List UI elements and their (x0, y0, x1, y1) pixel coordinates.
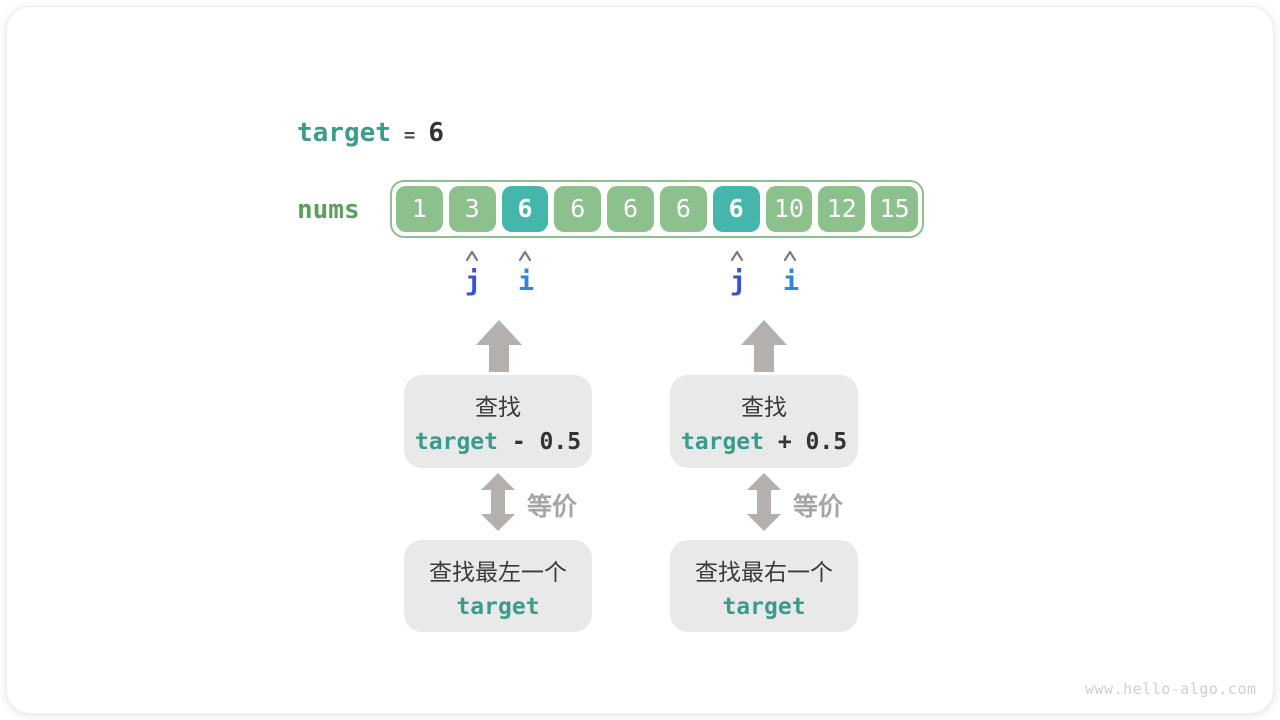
expression-variable: target (414, 429, 498, 455)
search-expression: target - 0.5 (404, 429, 592, 455)
arrow-up-down-icon (481, 473, 515, 531)
expression-operator: - 0.5 (498, 429, 582, 455)
expression-variable: target (680, 429, 764, 455)
array-cell-2-highlighted: 6 (501, 186, 549, 232)
arrow-up-down-icon (747, 473, 781, 531)
result-text: 查找最左一个 (429, 559, 567, 586)
result-variable: target (456, 593, 540, 620)
caret-up-icon (783, 250, 797, 262)
result-variable: target (722, 593, 806, 620)
result-box-left: 查找最左一个 target (404, 540, 592, 632)
equivalence-label-right: 等价 (793, 492, 844, 521)
search-text: 查找 (475, 395, 521, 421)
watermark: www.hello-algo.com (1085, 680, 1257, 698)
search-expression: target + 0.5 (670, 429, 858, 455)
arrow-up-icon (741, 320, 787, 372)
arrow-up-icon (476, 320, 522, 372)
target-value: 6 (428, 118, 445, 148)
search-box-left: 查找 target - 0.5 (404, 375, 592, 468)
search-text: 查找 (741, 395, 787, 421)
array-cell-3: 6 (554, 186, 602, 232)
array-cell-4: 6 (607, 186, 654, 232)
nums-array-label: nums (297, 195, 360, 225)
caret-up-icon (518, 250, 532, 262)
array-cell-0: 1 (396, 186, 443, 232)
caret-up-icon (465, 250, 479, 262)
pointer-i-left: i (517, 266, 535, 297)
pointer-i-right: i (782, 266, 800, 297)
equivalence-label-left: 等价 (527, 492, 578, 521)
target-declaration: target = 6 (297, 118, 444, 148)
target-variable-name: target (297, 118, 391, 148)
array-cell-6-highlighted: 6 (712, 186, 760, 232)
array-cell-9: 15 (871, 186, 918, 232)
equals-sign: = (403, 124, 416, 146)
diagram-card: target = 6 nums 1 3 6 6 6 6 6 10 12 15 (6, 6, 1274, 714)
array-cell-8: 12 (818, 186, 866, 232)
expression-operator: + 0.5 (764, 429, 848, 455)
result-text: 查找最右一个 (695, 559, 833, 586)
array-cell-1: 3 (448, 186, 496, 232)
search-box-right: 查找 target + 0.5 (670, 375, 858, 468)
pointer-j-right: j (729, 266, 747, 297)
pointer-j-left: j (464, 266, 482, 297)
caret-up-icon (730, 250, 744, 262)
nums-array: 1 3 6 6 6 6 6 10 12 15 (390, 180, 924, 238)
result-box-right: 查找最右一个 target (670, 540, 858, 632)
array-cell-7: 10 (765, 186, 813, 232)
array-cell-5: 6 (659, 186, 707, 232)
